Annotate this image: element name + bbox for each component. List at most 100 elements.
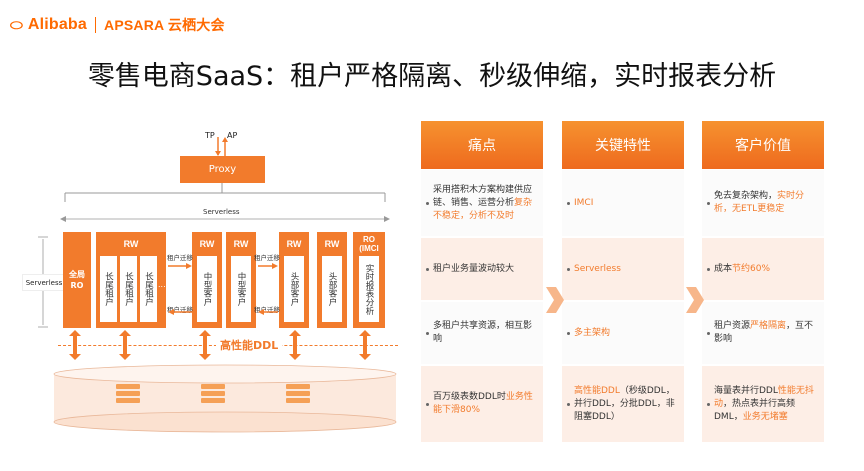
highlight-text: 实时分析，无ETL更稳定 <box>714 191 805 214</box>
global-ro-node: 全局RO <box>63 232 91 328</box>
cell-text-segment: 免去复杂架构， <box>714 191 778 201</box>
mid-customer: 中型客户 <box>231 256 251 322</box>
highlight-text: Serverless <box>574 263 621 274</box>
rw-label: RW <box>233 239 249 249</box>
ro-imci-label: RO (IMCI <box>359 235 379 253</box>
shared-storage <box>53 364 397 433</box>
bullet-icon <box>567 332 570 335</box>
tenant-migrate-label-4: 租户迁移 <box>254 306 280 314</box>
cell-text: 海量表并行DDL性能无抖动，热点表并行高频DML，业务无堵塞 <box>714 385 816 424</box>
cell-text-segment: ，热点表并行高频DML， <box>714 398 796 422</box>
long-tail-tenant-3: 长尾租户 <box>140 256 157 322</box>
bullet-icon <box>567 403 570 406</box>
feature-cell: 多主架构 <box>562 302 684 364</box>
cell-text-segment: 租户业务量波动较大 <box>433 263 515 274</box>
bullet-icon <box>426 268 429 271</box>
cell-text-segment: ，互不影响 <box>714 321 814 344</box>
brand-name: Alibaba <box>27 16 88 33</box>
head-customer: 头部客户 <box>284 256 304 322</box>
tp-ap-arrows <box>215 137 228 157</box>
head-customer: 头部客户 <box>322 256 342 322</box>
bullet-icon <box>707 202 710 205</box>
tenant-migrate-label-1: 租户迁移 <box>167 254 193 262</box>
cell-text-segment: （秒级DDL，并行DDL，分批DDL，非阻塞DDL） <box>574 385 675 422</box>
rw-node-head-2: RW 头部客户 <box>317 232 347 328</box>
highlight-text: 高性能DDL <box>574 385 620 396</box>
feature-cell: IMCI <box>562 170 684 236</box>
proxy-box: Proxy <box>180 156 265 183</box>
serverless-top-label: Serverless <box>203 208 240 216</box>
highlight-text: 复杂不稳定，分析不及时 <box>433 197 533 221</box>
highlight-text: 业务无堵塞 <box>742 411 788 422</box>
long-tail-tenant-1: 长尾租户 <box>100 256 117 322</box>
cell-text: 高性能DDL（秒级DDL，并行DDL，分批DDL，非阻塞DDL） <box>574 385 676 424</box>
bullet-icon <box>567 268 570 271</box>
cell-text: 多主架构 <box>574 327 610 340</box>
cell-text: 成本节约60% <box>714 263 770 276</box>
tp-label: TP <box>205 131 215 140</box>
bullet-icon <box>426 403 429 406</box>
ddl-label: 高性能DDL <box>216 337 283 353</box>
value-cell: 海量表并行DDL性能无抖动，热点表并行高频DML，业务无堵塞 <box>702 366 824 442</box>
long-tail-tenant-2: 长尾租户 <box>120 256 137 322</box>
mid-customer: 中型客户 <box>197 256 217 322</box>
value-cell: 租户资源严格隔离，互不影响 <box>702 302 824 364</box>
logo-divider <box>95 17 97 33</box>
rw-label: RW <box>324 239 340 249</box>
cell-text: 免去复杂架构，实时分析，无ETL更稳定 <box>714 190 816 216</box>
rw-node-mid-1: RW 中型客户 <box>192 232 222 328</box>
tenant-migrate-arrows <box>168 263 278 315</box>
bullet-icon <box>426 202 429 205</box>
header-key-features: 关键特性 <box>562 121 684 169</box>
cell-text: 租户资源严格隔离，互不影响 <box>714 320 816 346</box>
logo: ⬭ Alibaba APSARA 云栖大会 <box>10 14 225 36</box>
serverless-top-bracket <box>60 216 390 222</box>
bullet-icon <box>707 403 710 406</box>
highlight-text: 性能无抖动 <box>714 385 814 409</box>
cell-text: 采用搭积木方案构建供应链、销售、运营分析复杂不稳定，分析不及时 <box>433 184 535 223</box>
bullet-icon <box>567 202 570 205</box>
bullet-icon <box>707 332 710 335</box>
proxy-connector <box>64 183 386 202</box>
header-customer-value: 客户价值 <box>702 121 824 169</box>
tenant-migrate-label-2: 租户迁移 <box>254 254 280 262</box>
highlight-text: 严格隔离 <box>750 321 787 331</box>
highlight-text: IMCI <box>574 197 594 208</box>
cell-text-segment: 采用搭积木方案构建供应链、销售、运营分析 <box>433 184 533 208</box>
ellipsis: ... <box>158 280 166 289</box>
chevron-right-icon <box>546 287 564 313</box>
chevron-right-icon <box>686 287 704 313</box>
cell-text: 多租户共享资源，相互影响 <box>433 320 535 346</box>
cell-text: 百万级表数DDL时业务性能下滑80% <box>433 391 535 417</box>
feature-cell: Serverless <box>562 238 684 300</box>
rw-node-head-1: RW 头部客户 <box>279 232 309 328</box>
pain-cell: 租户业务量波动较大 <box>421 238 543 300</box>
rw-node-mid-2: RW 中型客户 <box>226 232 256 328</box>
tenant-migrate-label-3: 租户迁移 <box>167 306 193 314</box>
cell-text-segment: 海量表并行DDL <box>714 385 778 396</box>
rw-label: RW <box>286 239 302 249</box>
cell-text: IMCI <box>574 197 593 210</box>
cell-text: 租户业务量波动较大 <box>433 263 514 276</box>
ro-imci-node: RO (IMCI 实时报表分析 <box>353 232 385 328</box>
bullet-icon <box>426 332 429 335</box>
alibaba-logo-icon: ⬭ <box>10 16 23 34</box>
rw-label: RW <box>199 239 215 249</box>
cell-text-segment: 租户资源 <box>714 321 751 331</box>
header-pain-points: 痛点 <box>421 121 543 169</box>
bullet-icon <box>707 268 710 271</box>
cell-text-segment: 百万级表数DDL时 <box>433 392 506 402</box>
pain-cell: 多租户共享资源，相互影响 <box>421 302 543 364</box>
pain-cell: 百万级表数DDL时业务性能下滑80% <box>421 366 543 442</box>
cell-text: Serverless <box>574 263 621 276</box>
cell-text-segment: 多租户共享资源，相互影响 <box>433 321 533 344</box>
rw-label: RW <box>123 239 139 249</box>
ap-label: AP <box>227 131 238 140</box>
sub-brand: APSARA 云栖大会 <box>104 17 225 33</box>
realtime-report-analysis: 实时报表分析 <box>359 256 379 322</box>
highlight-text: 多主架构 <box>574 327 611 338</box>
feature-cell: 高性能DDL（秒级DDL，并行DDL，分批DDL，非阻塞DDL） <box>562 366 684 442</box>
cell-text-segment: 成本 <box>714 263 733 274</box>
value-cell: 成本节约60% <box>702 238 824 300</box>
highlight-text: 业务性能下滑80% <box>433 392 533 415</box>
